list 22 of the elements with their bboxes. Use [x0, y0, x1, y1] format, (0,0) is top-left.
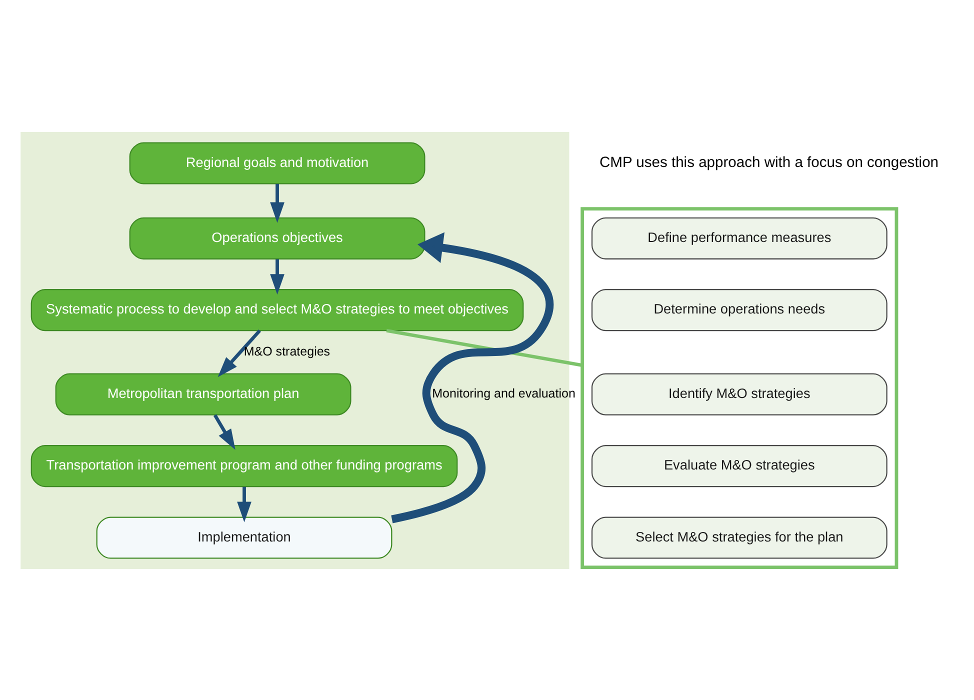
node-box: Transportation improvement program and other funding programs [30, 444, 458, 487]
node-box: Define performance measures [591, 216, 888, 259]
node-box: Systematic process to develop and select M&O strategies to meet objectives [30, 288, 524, 331]
node-box: Implementation [96, 516, 392, 558]
node-box: Operations objectives [129, 216, 426, 259]
node-box: Metropolitan transportation plan [55, 372, 352, 415]
cluster [580, 206, 898, 569]
node-box: Determine operations needs [591, 288, 888, 331]
node-box: Evaluate M&O strategies [591, 444, 888, 487]
node-box: Regional goals and motivation [129, 142, 426, 184]
edge-label: Monitoring and evaluation [432, 386, 576, 400]
arrow [270, 258, 284, 294]
label: CMP uses this approach with a focus on congestion [599, 154, 939, 171]
node-box: Identify M&O strategies [591, 372, 888, 415]
arrow [213, 414, 236, 450]
arrow [270, 183, 284, 222]
edge-label: M&O strategies [244, 344, 330, 358]
arrow [237, 486, 252, 522]
node-box: Select M&O strategies for the plan [591, 516, 888, 558]
arrow [218, 329, 261, 377]
arrow [391, 232, 554, 523]
connector [386, 328, 583, 367]
